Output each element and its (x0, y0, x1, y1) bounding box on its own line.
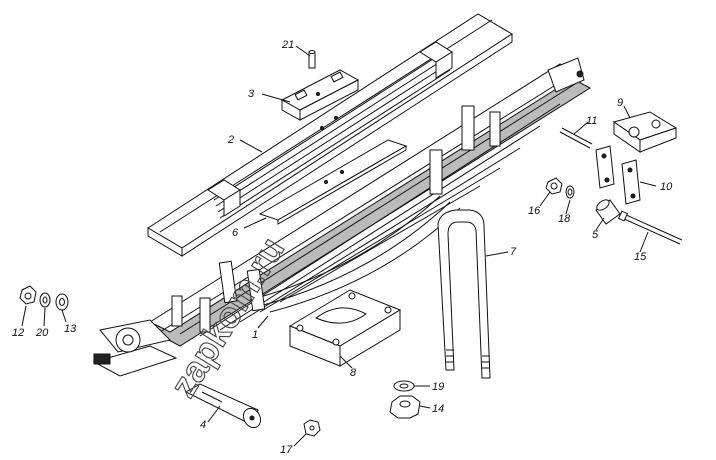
part-2-auxiliary-spring (147, 13, 513, 257)
callout-7: 7 (510, 246, 517, 258)
part-16-nut (545, 177, 563, 195)
callout-11: 11 (586, 115, 597, 127)
callout-19: 19 (432, 381, 444, 393)
callout-14: 14 (432, 403, 444, 415)
part-14-nut (389, 395, 421, 419)
part-17-nut (303, 419, 321, 437)
part-18-washer (565, 185, 575, 199)
part-7-u-bolt (437, 209, 491, 379)
callout-13: 13 (64, 323, 77, 335)
callout-3: 3 (248, 88, 255, 100)
callout-9: 9 (617, 97, 623, 109)
part-20-washer (39, 292, 51, 308)
callout-15: 15 (634, 251, 647, 263)
callout-20: 20 (35, 327, 49, 339)
part-4-pin (184, 383, 262, 429)
callout-18: 18 (558, 213, 571, 225)
part-13-washer (55, 293, 69, 311)
link-plate (595, 145, 615, 189)
part-15-bolt (617, 210, 683, 245)
part-11-pin (559, 127, 593, 149)
callout-17: 17 (280, 444, 293, 456)
callout-12: 12 (12, 327, 24, 339)
part-5-bushing (595, 199, 621, 225)
part-19-washer (393, 380, 415, 392)
callout-labels: 21 3 2 6 1 11 9 10 16 18 5 15 7 8 12 20 … (12, 39, 673, 456)
part-8-pad-block (288, 289, 402, 367)
part-1-main-spring-pack (92, 57, 591, 377)
part-10-plate (621, 159, 641, 205)
callout-5: 5 (592, 229, 599, 241)
part-9-bracket (612, 111, 678, 153)
callout-8: 8 (350, 367, 357, 379)
callout-21: 21 (281, 39, 294, 51)
callout-6: 6 (232, 227, 239, 239)
callout-2: 2 (227, 134, 234, 146)
part-3-pad (280, 69, 360, 121)
part-12-nut (19, 285, 37, 305)
callout-1: 1 (252, 329, 258, 341)
callout-4: 4 (200, 419, 206, 431)
part-6-spacer-plate (258, 139, 408, 225)
part-21-pin (308, 50, 316, 69)
leader-lines (21, 45, 657, 447)
callout-10: 10 (660, 181, 673, 193)
callout-16: 16 (528, 205, 541, 217)
